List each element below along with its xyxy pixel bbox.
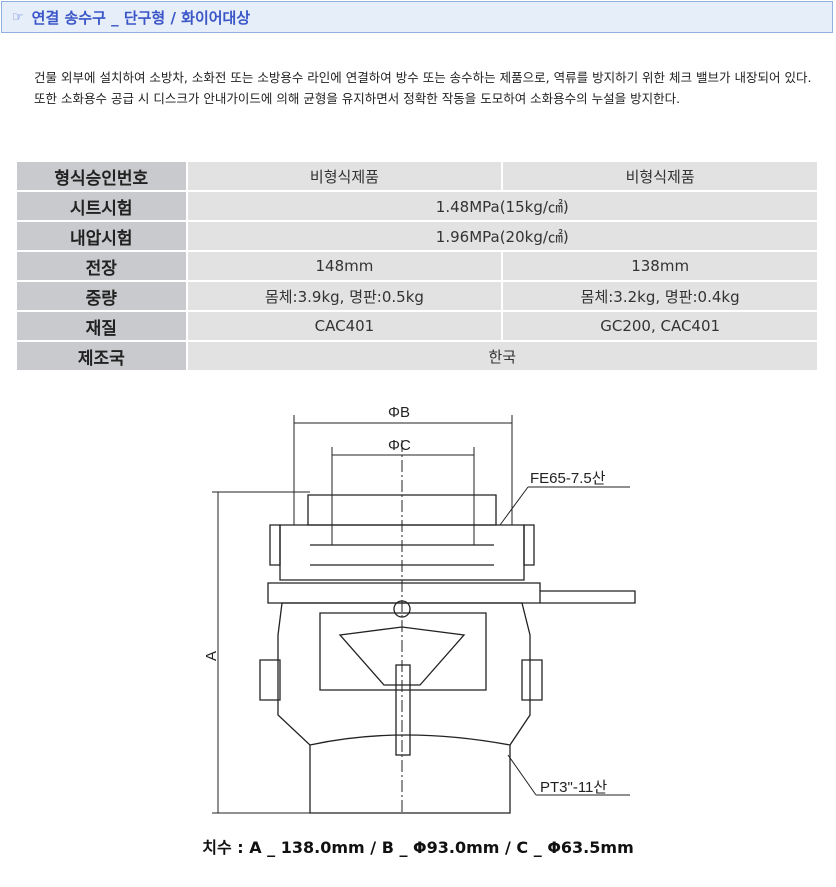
spec-value: 148mm: [185, 250, 504, 282]
product-diagram: ΦB ΦC A FE65-7.5산 PT3"-11산: [203, 404, 636, 815]
spec-value: GC200, CAC401: [501, 310, 819, 342]
spec-value: 몸체:3.2kg, 명판:0.4kg: [501, 280, 819, 312]
spec-label: 중량: [15, 280, 188, 312]
spec-value: 몸체:3.9kg, 명판:0.5kg: [185, 280, 504, 312]
description-line: 건물 외부에 설치하여 소방차, 소화전 또는 소방용수 라인에 연결하여 방수…: [34, 70, 812, 85]
spec-value: 138mm: [501, 250, 819, 282]
product-description: 건물 외부에 설치하여 소방차, 소화전 또는 소방용수 라인에 연결하여 방수…: [34, 67, 824, 109]
spec-value: CAC401: [185, 310, 504, 342]
spec-label: 재질: [15, 310, 188, 342]
spec-value: 한국: [185, 340, 820, 372]
dim-c-label: ΦC: [388, 437, 411, 454]
dim-b-label: ΦB: [388, 404, 410, 421]
dimensions-caption: 치수 : A _ 138.0mm / B _ Φ93.0mm / C _ Φ63…: [202, 838, 634, 857]
spec-label: 제조국: [15, 340, 188, 372]
spec-label: 형식승인번호: [15, 160, 188, 192]
valve-body: [259, 494, 636, 814]
spec-label: 내압시험: [15, 220, 188, 252]
description-line: 또한 소화용수 공급 시 디스크가 안내가이드에 의해 균형을 유지하면서 정확…: [34, 91, 681, 106]
spec-label: 전장: [15, 250, 188, 282]
section-title: ☞ 연결 송수구 _ 단구형 / 화이어대상: [1, 1, 833, 33]
spec-value: 비형식제품: [185, 160, 504, 192]
spec-label: 시트시험: [15, 190, 188, 222]
spec-value: 비형식제품: [501, 160, 819, 192]
dim-a-label: A: [203, 651, 220, 661]
thread-bottom-label: PT3"-11산: [540, 779, 607, 796]
spec-value: 1.48MPa(15kg/㎠): [185, 190, 820, 222]
thread-top-label: FE65-7.5산: [530, 470, 606, 487]
section-title-text: 연결 송수구 _ 단구형 / 화이어대상: [31, 8, 251, 27]
dimension-lines: [212, 415, 630, 815]
pointing-hand-icon: ☞: [12, 9, 24, 25]
spec-value: 1.96MPa(20kg/㎠): [185, 220, 820, 252]
